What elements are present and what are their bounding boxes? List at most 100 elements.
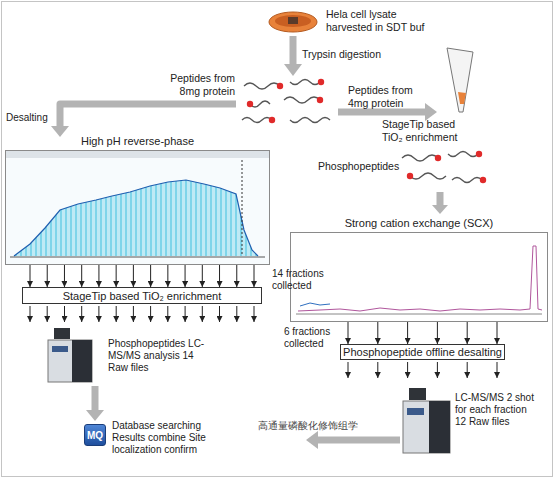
annotation-label: StageTip based TiO₂ enrichment (382, 118, 466, 143)
phospho-dot (317, 97, 323, 103)
fraction-arrow (64, 265, 65, 287)
software-icon: MQ (84, 424, 106, 446)
stagetip-illustration (447, 48, 473, 112)
peptide (452, 178, 482, 183)
peptide (448, 152, 478, 157)
fraction-arrow (98, 306, 99, 322)
flow-arrow (318, 437, 400, 444)
box-text: StageTip based TiO₂ enrichment (63, 290, 222, 302)
mass-spectrometer (48, 328, 92, 382)
fraction-arrow (81, 265, 82, 287)
dish-lysate (275, 15, 311, 27)
arrow-head (51, 126, 69, 137)
flow-arrow (437, 192, 444, 206)
instrument-panel (429, 401, 450, 453)
peptide (290, 80, 320, 85)
box-text: Phosphopeptide offline desalting (343, 346, 502, 358)
instrument-body (403, 401, 450, 453)
instrument-panel (72, 340, 92, 382)
tio2-bed (458, 92, 466, 104)
fraction-arrow (407, 362, 408, 378)
fraction-arrow (377, 322, 378, 344)
instrument-display (52, 346, 68, 352)
fraction-arrow (437, 322, 438, 344)
annotation-label: Trypsin digestion (302, 48, 412, 61)
phospho-dot (318, 79, 324, 85)
fraction-arrow (64, 306, 65, 322)
chart-trace (298, 246, 542, 311)
flow-arrow (60, 104, 236, 126)
fraction-arrow (133, 306, 134, 322)
fraction-arrow (254, 265, 255, 287)
instrument-display (407, 408, 424, 415)
chart-heading: High pH reverse-phase (6, 135, 269, 147)
pipette-tip (447, 48, 473, 112)
fraction-arrow (185, 265, 186, 287)
annotation-label: Hela cell lysate harvested in SDT buf (326, 8, 438, 33)
fraction-arrow (150, 265, 151, 287)
fraction-arrow (116, 306, 117, 322)
chart-background (5, 150, 270, 265)
peptide (242, 118, 272, 123)
phospho-dots (407, 151, 486, 183)
fraction-arrow (185, 306, 186, 322)
annotation-label: Desalting (6, 112, 56, 124)
chart-background (290, 232, 548, 322)
chart-toolbar (6, 151, 269, 158)
fraction-arrow (81, 306, 82, 322)
scx-chromatogram (290, 232, 548, 322)
fraction-arrow (254, 306, 255, 322)
fraction-arrow (236, 306, 237, 322)
fraction-arrow (133, 265, 134, 287)
instrument-monitor (409, 388, 426, 400)
fraction-arrow (219, 265, 220, 287)
peptide (284, 97, 320, 103)
chromatogram-frame: High pH reverse-phase (5, 150, 270, 265)
fraction-arrow (98, 265, 99, 287)
phospho-dot (277, 83, 283, 89)
annotation-label: 高通量磷酸化修饰组学 (258, 420, 368, 432)
fraction-arrow (377, 362, 378, 378)
fraction-arrow (236, 265, 237, 287)
fraction-arrow (467, 362, 468, 378)
hprp-chromatogram (5, 150, 270, 265)
chromatogram-frame: Strong cation exchange (SCX) (290, 232, 548, 322)
arrow-head (306, 431, 318, 449)
icon-text: MQ (87, 430, 103, 441)
chart-axis (10, 257, 265, 258)
fraction-arrow (150, 306, 151, 322)
fraction-arrow (219, 306, 220, 322)
fraction-arrow (167, 265, 168, 287)
chart-trace (300, 303, 330, 306)
chart-axis (296, 314, 542, 315)
chart-area (14, 180, 258, 256)
petri-dish (269, 12, 317, 32)
dish-cells (288, 17, 298, 24)
annotation-label: Database searching Results combine Site … (112, 420, 222, 456)
mass-spectrometer (403, 388, 450, 453)
fraction-arrow (437, 362, 438, 378)
fraction-arrow (467, 322, 468, 344)
phospho-dot (269, 117, 275, 123)
annotation-label: LC-MS/MS 2 shot for each fraction 12 Raw… (455, 392, 535, 428)
fraction-arrow (497, 362, 498, 378)
fraction-marker (242, 160, 243, 256)
annotation-label: Phosphopeptides (318, 160, 402, 173)
peptide (244, 83, 280, 89)
process-box: Phosphopeptide offline desalting (340, 344, 505, 360)
fraction-arrow (167, 306, 168, 322)
fraction-arrow (497, 322, 498, 344)
fraction-arrows (30, 306, 497, 378)
fraction-arrow (348, 362, 349, 378)
phospho-dot (247, 101, 253, 107)
arrow-head (432, 205, 448, 214)
instrument-monitor (54, 328, 70, 339)
fraction-arrow (47, 265, 48, 287)
fraction-arrow (202, 306, 203, 322)
phospho-dot (476, 151, 482, 157)
phospho-dot (480, 177, 486, 183)
arrow-head (86, 410, 104, 421)
